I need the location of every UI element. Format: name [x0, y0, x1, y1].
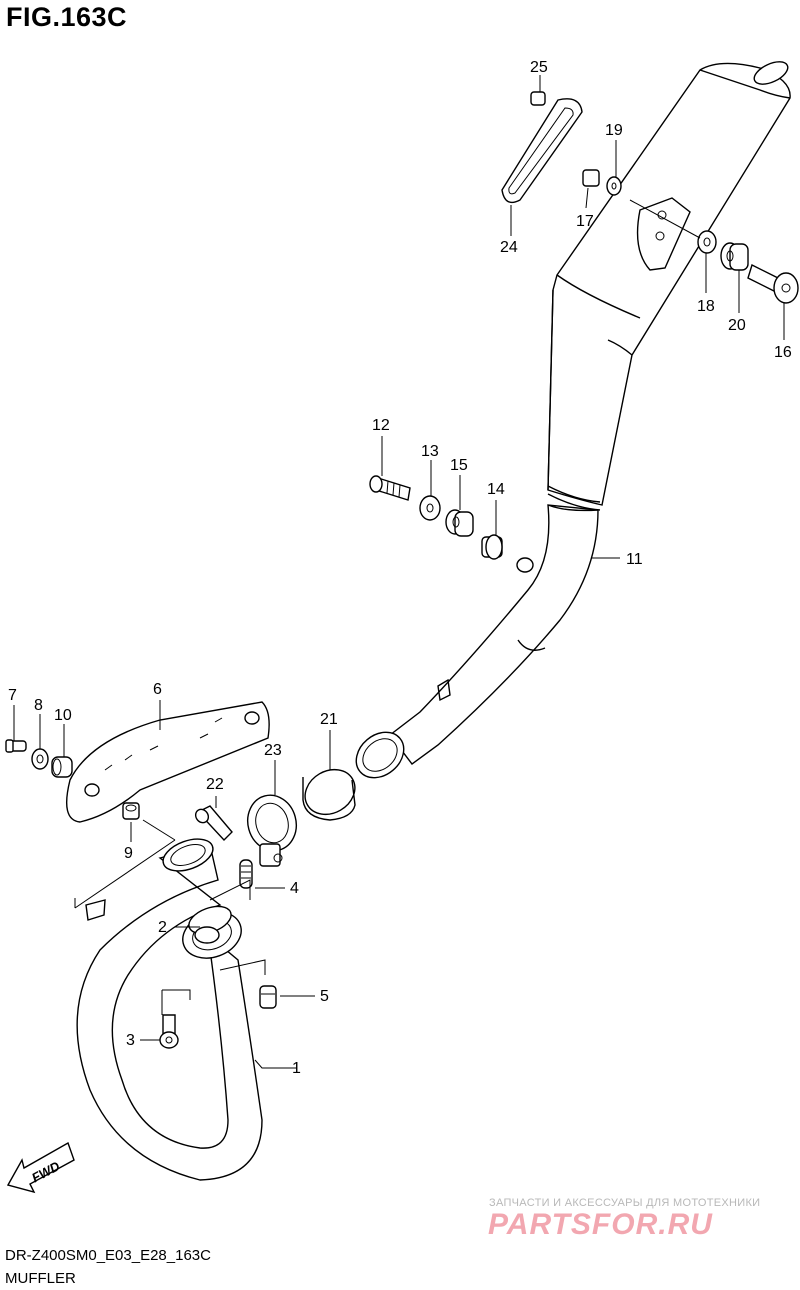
bolt-3[interactable]	[159, 1014, 179, 1049]
clamp-23[interactable]	[242, 790, 303, 867]
callout-14: 14	[487, 481, 505, 498]
callout-20: 20	[728, 317, 746, 334]
washer-13[interactable]	[419, 495, 441, 521]
bushing-15[interactable]	[445, 509, 474, 537]
callout-9: 9	[124, 845, 133, 862]
bushing-20[interactable]	[720, 242, 749, 271]
callout-8: 8	[34, 697, 43, 714]
exhaust-header-pipe[interactable]	[76, 833, 263, 1181]
callout-12: 12	[372, 417, 390, 434]
bolt-16[interactable]	[747, 264, 799, 304]
figure-title: FIG.163C	[6, 2, 128, 32]
gasket-21[interactable]	[297, 761, 363, 823]
callouts: 1 2 3 4 5 6 7 8 9 10 11 12 13 14 15 16 1…	[8, 59, 792, 1077]
leader-lines	[13, 75, 785, 1069]
watermark-logo: PARTSFOR.RU	[488, 1208, 713, 1241]
nut-17[interactable]	[582, 169, 600, 187]
callout-15: 15	[450, 457, 468, 474]
callout-3: 3	[126, 1032, 135, 1049]
bolt-12[interactable]	[369, 475, 411, 501]
callout-11: 11	[626, 551, 643, 568]
callout-7: 7	[8, 687, 17, 704]
callout-16: 16	[774, 344, 792, 361]
callout-1: 1	[292, 1060, 301, 1077]
callout-10: 10	[54, 707, 72, 724]
figure-code: DR-Z400SM0_E03_E28_163C	[5, 1247, 211, 1264]
callout-2: 2	[158, 919, 167, 936]
mid-pipe[interactable]	[347, 504, 599, 787]
callout-21: 21	[320, 711, 338, 728]
bolt-22[interactable]	[193, 805, 233, 842]
washer-18[interactable]	[697, 230, 717, 254]
callout-6: 6	[153, 681, 162, 698]
callout-13: 13	[421, 443, 439, 460]
callout-5: 5	[320, 988, 329, 1005]
nut-5[interactable]	[259, 985, 277, 1009]
washer-8[interactable]	[31, 748, 49, 770]
callout-23: 23	[264, 742, 282, 759]
collar-10[interactable]	[51, 756, 73, 778]
callout-4: 4	[290, 880, 299, 897]
bolt-7[interactable]	[5, 739, 27, 753]
callout-22: 22	[206, 776, 224, 793]
callout-18: 18	[697, 298, 715, 315]
washer-19[interactable]	[606, 176, 622, 196]
callout-25: 25	[530, 59, 548, 76]
watermark-tagline: ЗАПЧАСТИ И АКСЕССУАРЫ ДЛЯ МОТОТЕХНИКИ	[489, 1197, 761, 1209]
callout-17: 17	[576, 213, 594, 230]
strap-24[interactable]	[501, 98, 583, 204]
figure-name: MUFFLER	[5, 1270, 76, 1287]
bracket-6[interactable]	[66, 701, 270, 823]
fwd-arrow-icon: FWD	[6, 1141, 75, 1194]
collar-14[interactable]	[481, 534, 503, 560]
callout-19: 19	[605, 122, 623, 139]
bolt-25[interactable]	[530, 91, 546, 106]
nut-9[interactable]	[122, 802, 140, 820]
callout-24: 24	[500, 239, 518, 256]
muffler-body[interactable]	[547, 57, 791, 511]
